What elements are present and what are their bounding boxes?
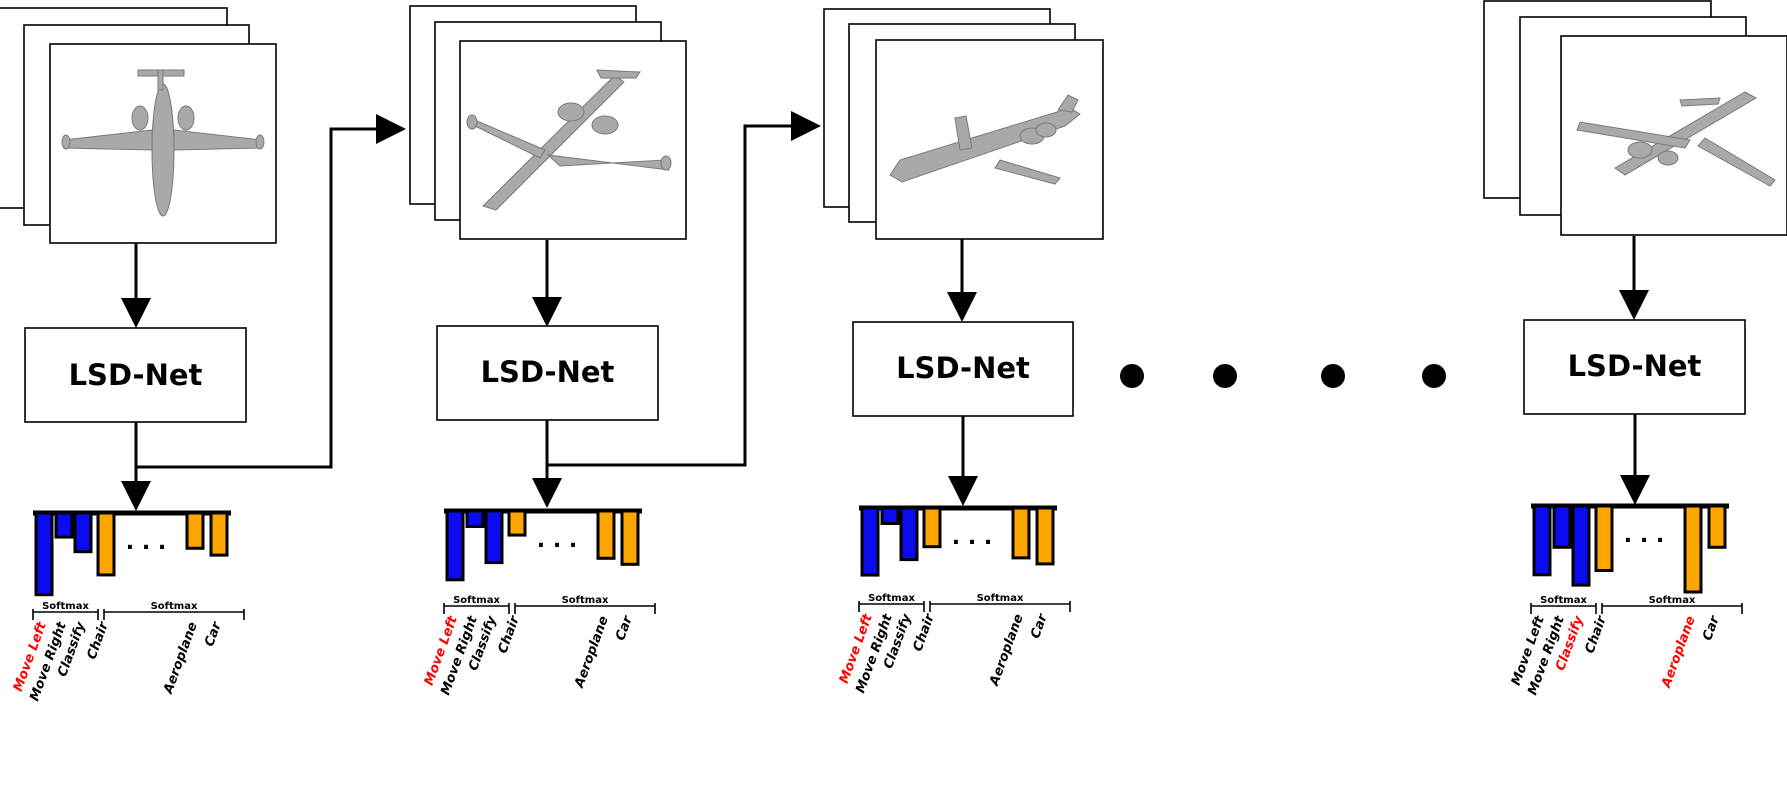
lsd-net-box <box>1523 319 1746 415</box>
action-bar <box>880 506 900 525</box>
softmax-label: Softmax <box>1540 595 1587 606</box>
continuation-dots <box>1120 364 1446 388</box>
continuation-dot <box>1120 364 1144 388</box>
output-label: Car <box>1700 613 1723 643</box>
view-stack <box>1483 0 1787 236</box>
action-bar <box>73 511 93 554</box>
output-label: Chair <box>85 619 113 662</box>
class-bar <box>209 511 229 557</box>
view-stack <box>0 7 277 244</box>
output-label: Chair <box>911 611 939 654</box>
ellipsis-label: . . . <box>1624 523 1664 548</box>
action-bar <box>899 506 919 562</box>
output-label: Aeroplane <box>987 612 1027 689</box>
output-label: Chair <box>1583 613 1611 656</box>
lsd-net-label: LSD-Net <box>896 351 1030 385</box>
output-histogram: . . . <box>33 510 231 597</box>
view-stack <box>823 8 1104 240</box>
lsd-net-box <box>852 321 1074 417</box>
lsd-net-box <box>436 325 659 421</box>
action-bar <box>54 511 74 539</box>
output-histogram: . . . <box>444 508 642 582</box>
continuation-dot <box>1422 364 1446 388</box>
action-bar <box>34 511 54 597</box>
softmax-label: Softmax <box>42 601 89 612</box>
softmax-label: Softmax <box>151 601 198 612</box>
class-bar <box>1594 504 1614 572</box>
airplane-side-view-icon <box>889 94 1081 185</box>
class-bar <box>185 511 205 550</box>
output-label: Chair <box>496 613 524 656</box>
class-bar <box>1683 504 1703 594</box>
class-bar <box>596 509 616 560</box>
continuation-dot <box>1213 364 1237 388</box>
lsd-net-label: LSD-Net <box>1568 349 1702 383</box>
action-bar <box>860 506 880 577</box>
lsd-net-label: LSD-Net <box>481 355 615 389</box>
arrow-next-view-1 <box>136 114 406 469</box>
action-bar <box>1571 504 1591 587</box>
action-bar <box>484 509 504 565</box>
output-label: Aeroplane <box>161 620 201 697</box>
class-bar <box>620 509 640 566</box>
output-label: Aeroplane <box>572 614 612 691</box>
class-bar <box>507 509 527 537</box>
view-stack <box>409 5 687 240</box>
output-histogram: . . . <box>859 505 1057 577</box>
softmax-label: Softmax <box>868 593 915 604</box>
output-histogram: . . . <box>1531 503 1729 594</box>
output-label: Aeroplane <box>1659 614 1699 691</box>
ellipsis-label: . . . <box>126 530 166 555</box>
softmax-label: Softmax <box>453 595 500 606</box>
action-bar <box>1552 504 1572 549</box>
arrow-next-view-2 <box>547 111 821 467</box>
lsd-net-label: LSD-Net <box>69 358 203 392</box>
class-bar <box>922 506 942 549</box>
class-bar <box>1035 506 1055 566</box>
output-label: Car <box>202 619 225 649</box>
softmax-label: Softmax <box>1649 595 1696 606</box>
airplane-rear-view-icon <box>1576 91 1776 187</box>
softmax-label: Softmax <box>977 593 1024 604</box>
ellipsis-label: . . . <box>537 528 577 553</box>
output-label: Car <box>613 613 636 643</box>
airplane-angled-view-icon <box>466 69 672 211</box>
airplane-top-view-icon <box>61 69 265 217</box>
softmax-label: Softmax <box>562 595 609 606</box>
class-bar <box>96 511 116 577</box>
class-bar <box>1707 504 1727 549</box>
continuation-dot <box>1321 364 1345 388</box>
class-bar <box>1011 506 1031 560</box>
ellipsis-label: . . . <box>952 525 992 550</box>
action-bar <box>445 509 465 582</box>
output-label: Car <box>1028 611 1051 641</box>
action-bar <box>465 509 485 528</box>
action-bar <box>1532 504 1552 577</box>
